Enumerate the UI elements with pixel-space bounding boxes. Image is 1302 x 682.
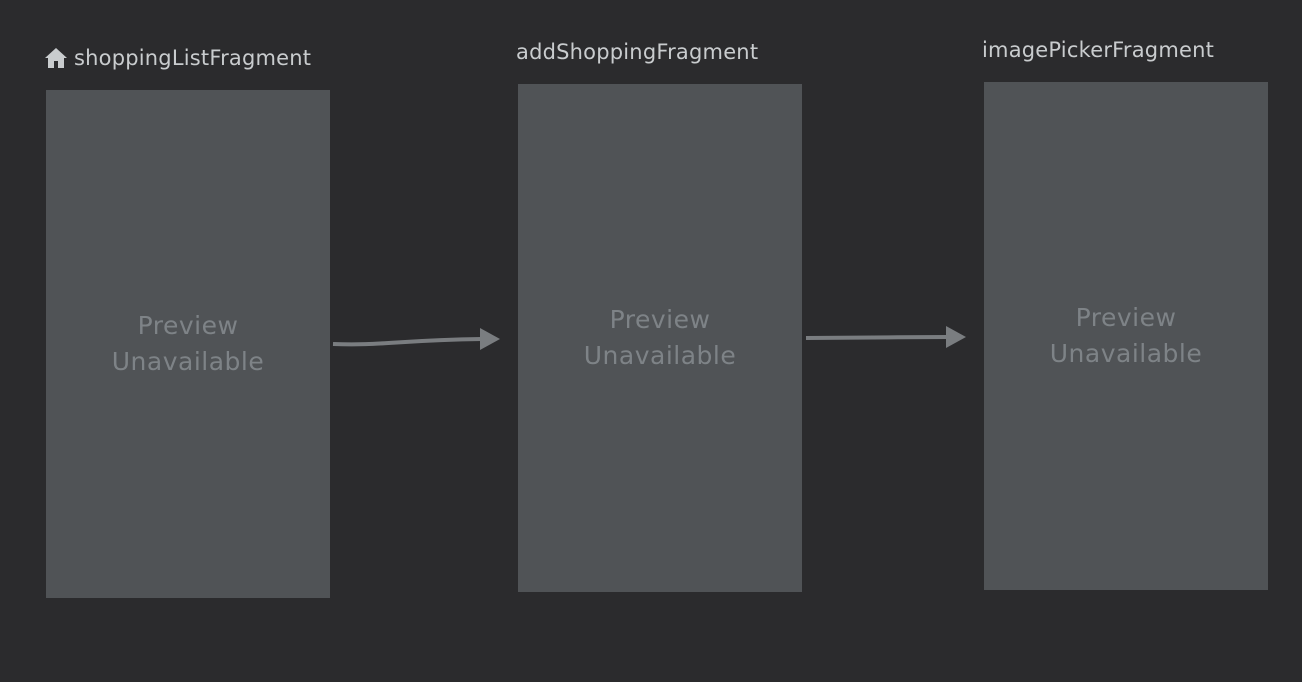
destination-box-image-picker[interactable]: Preview Unavailable — [984, 82, 1268, 590]
preview-unavailable-text: Preview Unavailable — [112, 308, 265, 380]
preview-line-2: Unavailable — [111, 347, 265, 376]
preview-line-1: Preview — [137, 311, 239, 340]
destination-label-shopping-list[interactable]: shoppingListFragment — [44, 46, 311, 70]
destination-box-add-shopping[interactable]: Preview Unavailable — [518, 84, 802, 592]
destination-name: shoppingListFragment — [74, 46, 312, 70]
preview-line-1: Preview — [1075, 303, 1177, 332]
destination-label-add-shopping[interactable]: addShoppingFragment — [516, 40, 758, 64]
destination-name: addShoppingFragment — [516, 40, 759, 64]
preview-line-2: Unavailable — [583, 341, 737, 370]
preview-unavailable-text: Preview Unavailable — [1050, 300, 1203, 372]
home-icon — [45, 48, 67, 68]
action-arrow-shopping-list-to-add-shopping[interactable] — [332, 328, 500, 350]
destination-label-image-picker[interactable]: imagePickerFragment — [982, 38, 1214, 62]
preview-unavailable-text: Preview Unavailable — [584, 302, 737, 374]
destination-box-shopping-list[interactable]: Preview Unavailable — [46, 90, 330, 598]
destination-name: imagePickerFragment — [982, 38, 1215, 62]
preview-line-1: Preview — [609, 305, 711, 334]
action-arrow-add-shopping-to-image-picker[interactable] — [805, 326, 966, 348]
preview-line-2: Unavailable — [1049, 339, 1203, 368]
